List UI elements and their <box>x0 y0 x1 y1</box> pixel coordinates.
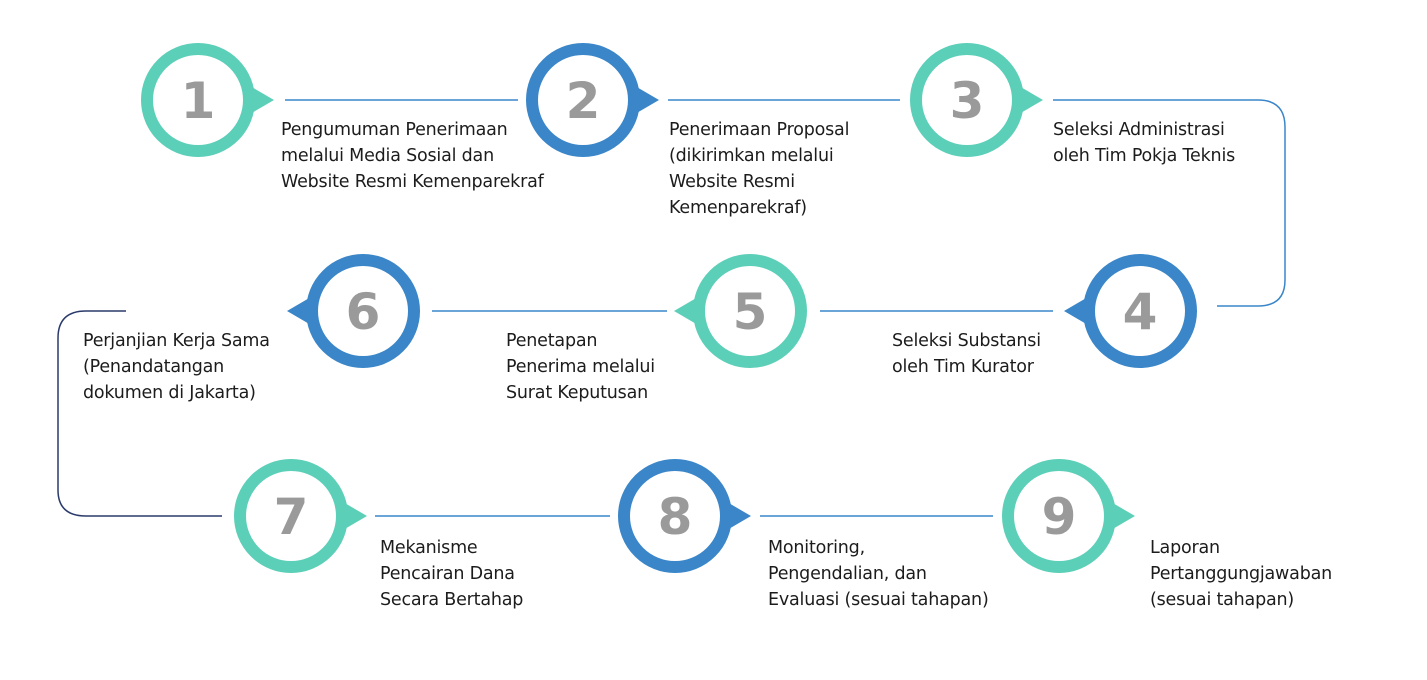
label-penerimaan-proposal: Penerimaan Proposal (dikirimkan melalui … <box>669 117 849 221</box>
step-4-number: 4 <box>1123 283 1158 341</box>
step-3-number: 3 <box>950 72 985 130</box>
step-8-ring <box>618 459 732 573</box>
step-1-pointer <box>250 86 274 114</box>
label-line: Penerima melalui <box>506 357 655 377</box>
label-line: Surat Keputusan <box>506 383 648 403</box>
label-seleksi-substansi: Seleksi Substansi oleh Tim Kurator <box>892 328 1041 380</box>
label-line: Pencairan Dana <box>380 564 515 584</box>
step-1-ring <box>141 43 255 157</box>
label-line: Mekanisme <box>380 538 478 558</box>
step-6-ring <box>306 254 420 368</box>
step-6-pointer <box>287 297 311 325</box>
step-9-marker: 9 <box>1002 459 1135 573</box>
label-penetapan: Penetapan Penerima melalui Surat Keputus… <box>506 328 655 406</box>
label-mekanisme: Mekanisme Pencairan Dana Secara Bertahap <box>380 535 523 613</box>
step-3-ring <box>910 43 1024 157</box>
label-line: Penerimaan Proposal <box>669 120 850 140</box>
label-line: melalui Media Sosial dan <box>281 146 494 166</box>
label-line: Laporan <box>1150 538 1220 558</box>
step-2-ring <box>526 43 640 157</box>
step-7-number: 7 <box>274 488 309 546</box>
label-seleksi-administrasi: Seleksi Administrasi oleh Tim Pokja Tekn… <box>1053 117 1235 169</box>
step-4-ring <box>1083 254 1197 368</box>
label-line: Pengendalian, dan <box>768 564 927 584</box>
label-line: Penetapan <box>506 331 598 351</box>
step-6-number: 6 <box>346 283 381 341</box>
step-5-pointer <box>674 297 698 325</box>
step-9-ring <box>1002 459 1116 573</box>
label-pengumuman: Pengumuman Penerimaan melalui Media Sosi… <box>281 117 544 195</box>
label-line: (sesuai tahapan) <box>1150 590 1295 610</box>
label-line: Website Resmi Kemenparekraf <box>281 172 544 192</box>
label-line: dokumen di Jakarta) <box>83 383 256 403</box>
connector-3-4 <box>1053 99 1286 307</box>
step-4-marker: 4 <box>1064 254 1197 368</box>
label-line: Pengumuman Penerimaan <box>281 120 508 140</box>
step-7-marker: 7 <box>234 459 367 573</box>
step-9-number: 9 <box>1042 488 1077 546</box>
step-4-pointer <box>1064 297 1088 325</box>
step-2-number: 2 <box>566 72 601 130</box>
step-2-pointer <box>635 86 659 114</box>
step-8-pointer <box>727 502 751 530</box>
label-line: Seleksi Substansi <box>892 331 1041 351</box>
label-line: Kemenparekraf) <box>669 198 807 218</box>
label-line: Website Resmi <box>669 172 795 192</box>
label-line: oleh Tim Kurator <box>892 357 1034 377</box>
step-5-marker: 5 <box>674 254 807 368</box>
step-1-number: 1 <box>181 72 216 130</box>
step-3-pointer <box>1019 86 1043 114</box>
step-8-number: 8 <box>658 488 693 546</box>
label-line: Pertanggungjawaban <box>1150 564 1333 584</box>
step-5-number: 5 <box>733 283 768 341</box>
step-5-ring <box>693 254 807 368</box>
step-8-marker: 8 <box>618 459 751 573</box>
step-9-pointer <box>1111 502 1135 530</box>
label-line: oleh Tim Pokja Teknis <box>1053 146 1236 166</box>
step-7-ring <box>234 459 348 573</box>
label-perjanjian: Perjanjian Kerja Sama (Penandatangan dok… <box>83 328 270 406</box>
label-line: (Penandatangan <box>83 357 225 377</box>
label-line: Evaluasi (sesuai tahapan) <box>768 590 989 610</box>
connector-6-7 <box>57 310 222 517</box>
step-2-marker: 2 <box>526 43 659 157</box>
label-laporan: Laporan Pertanggungjawaban (sesuai tahap… <box>1150 535 1332 613</box>
label-monitoring: Monitoring, Pengendalian, dan Evaluasi (… <box>768 535 989 613</box>
step-3-marker: 3 <box>910 43 1043 157</box>
step-6-marker: 6 <box>287 254 420 368</box>
label-line: Perjanjian Kerja Sama <box>83 331 270 351</box>
label-line: Seleksi Administrasi <box>1053 120 1225 140</box>
step-1-marker: 1 <box>141 43 274 157</box>
label-line: Monitoring, <box>768 538 865 558</box>
label-line: Secara Bertahap <box>380 590 524 610</box>
label-line: (dikirimkan melalui <box>669 146 834 166</box>
step-7-pointer <box>343 502 367 530</box>
